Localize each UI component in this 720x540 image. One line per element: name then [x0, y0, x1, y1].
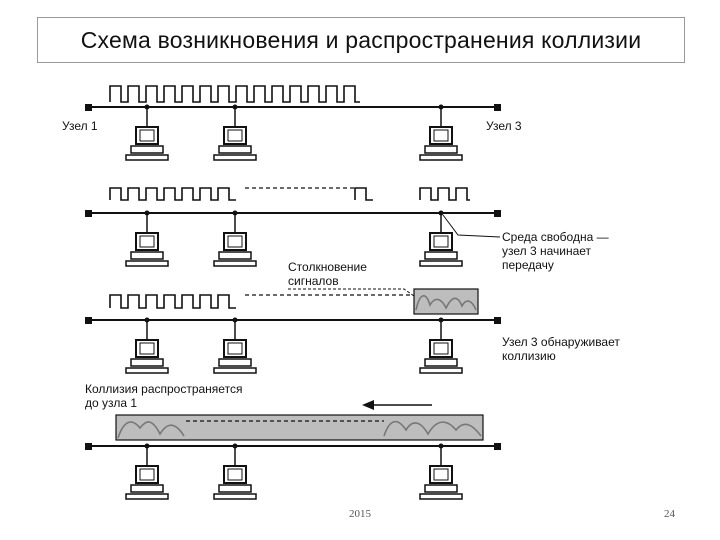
signal-row2-node1 — [109, 187, 236, 201]
signal-row2-node3 — [419, 187, 470, 201]
system-unit — [130, 145, 164, 154]
system-unit — [130, 484, 164, 493]
keyboard — [419, 493, 463, 500]
bus-terminator-right — [494, 104, 501, 111]
label-propagate-2: до узла 1 — [85, 396, 137, 410]
label-collision-2: сигналов — [288, 274, 339, 288]
system-unit — [218, 145, 252, 154]
system-unit — [130, 251, 164, 260]
propagation-arrow-head — [362, 400, 374, 410]
keyboard — [213, 367, 257, 374]
computer-icon — [213, 465, 257, 500]
computer-icon — [419, 232, 463, 267]
screen — [227, 342, 243, 355]
slide-title: Схема возникновения и распространения ко… — [80, 26, 642, 53]
keyboard — [213, 260, 257, 267]
screen — [139, 235, 155, 248]
label-medium-free-1: Среда свободна — — [502, 230, 609, 244]
pointer-collision — [288, 288, 415, 297]
bus-terminator-right — [494, 443, 501, 450]
collision-wave-row3 — [415, 295, 477, 311]
computer-icon — [125, 126, 169, 161]
computer-icon — [125, 232, 169, 267]
computer-icon — [125, 339, 169, 374]
screen — [227, 468, 243, 481]
annotation-pointers — [288, 214, 501, 410]
screen — [433, 468, 449, 481]
signal-row2-tail — [354, 187, 373, 201]
label-collision-1: Столкновение — [288, 260, 367, 274]
pointer-medium-free — [442, 214, 501, 238]
keyboard — [213, 493, 257, 500]
label-medium-free-2: узел 3 начинает — [502, 244, 592, 258]
keyboard — [125, 493, 169, 500]
collision-noise — [115, 288, 484, 441]
collision-wave-left — [117, 421, 185, 439]
system-unit — [424, 358, 458, 367]
computer-icon — [419, 126, 463, 161]
keyboard — [419, 154, 463, 161]
title-box: Схема возникновения и распространения ко… — [37, 17, 685, 63]
signal-waveforms — [109, 85, 470, 309]
label-detect-1: Узел 3 обнаруживает — [502, 335, 620, 349]
keyboard — [125, 260, 169, 267]
system-unit — [424, 251, 458, 260]
bus-terminator-left — [85, 443, 92, 450]
bus-lines — [85, 104, 501, 466]
label-medium-free-3: передачу — [502, 258, 554, 272]
system-unit — [130, 358, 164, 367]
screen — [139, 342, 155, 355]
label-node1: Узел 1 — [62, 119, 98, 133]
bus-terminator-right — [494, 210, 501, 217]
collision-box-row4 — [115, 414, 484, 441]
system-unit — [218, 484, 252, 493]
computer-icon — [213, 126, 257, 161]
computer-icon — [419, 339, 463, 374]
screen — [227, 129, 243, 142]
bus-terminator-left — [85, 104, 92, 111]
keyboard — [419, 367, 463, 374]
label-node3: Узел 3 — [486, 119, 522, 133]
label-propagate-1: Коллизия распространяется — [85, 382, 242, 396]
computers — [125, 126, 463, 500]
footer-year: 2015 — [349, 508, 371, 520]
screen — [433, 342, 449, 355]
screen — [139, 468, 155, 481]
computer-icon — [125, 465, 169, 500]
system-unit — [424, 145, 458, 154]
bus-terminator-left — [85, 210, 92, 217]
keyboard — [125, 154, 169, 161]
signal-row3-node1 — [109, 294, 236, 309]
system-unit — [218, 358, 252, 367]
computer-icon — [213, 339, 257, 374]
screen — [139, 129, 155, 142]
computer-icon — [213, 232, 257, 267]
keyboard — [419, 260, 463, 267]
signal-row1 — [109, 85, 360, 103]
screen — [433, 235, 449, 248]
bus-terminator-left — [85, 317, 92, 324]
keyboard — [125, 367, 169, 374]
screen — [433, 129, 449, 142]
screen — [227, 235, 243, 248]
page-number: 24 — [664, 508, 675, 520]
bus-terminator-right — [494, 317, 501, 324]
system-unit — [424, 484, 458, 493]
keyboard — [213, 154, 257, 161]
computer-icon — [419, 465, 463, 500]
label-detect-2: коллизию — [502, 349, 556, 363]
collision-wave-right — [383, 420, 482, 437]
system-unit — [218, 251, 252, 260]
